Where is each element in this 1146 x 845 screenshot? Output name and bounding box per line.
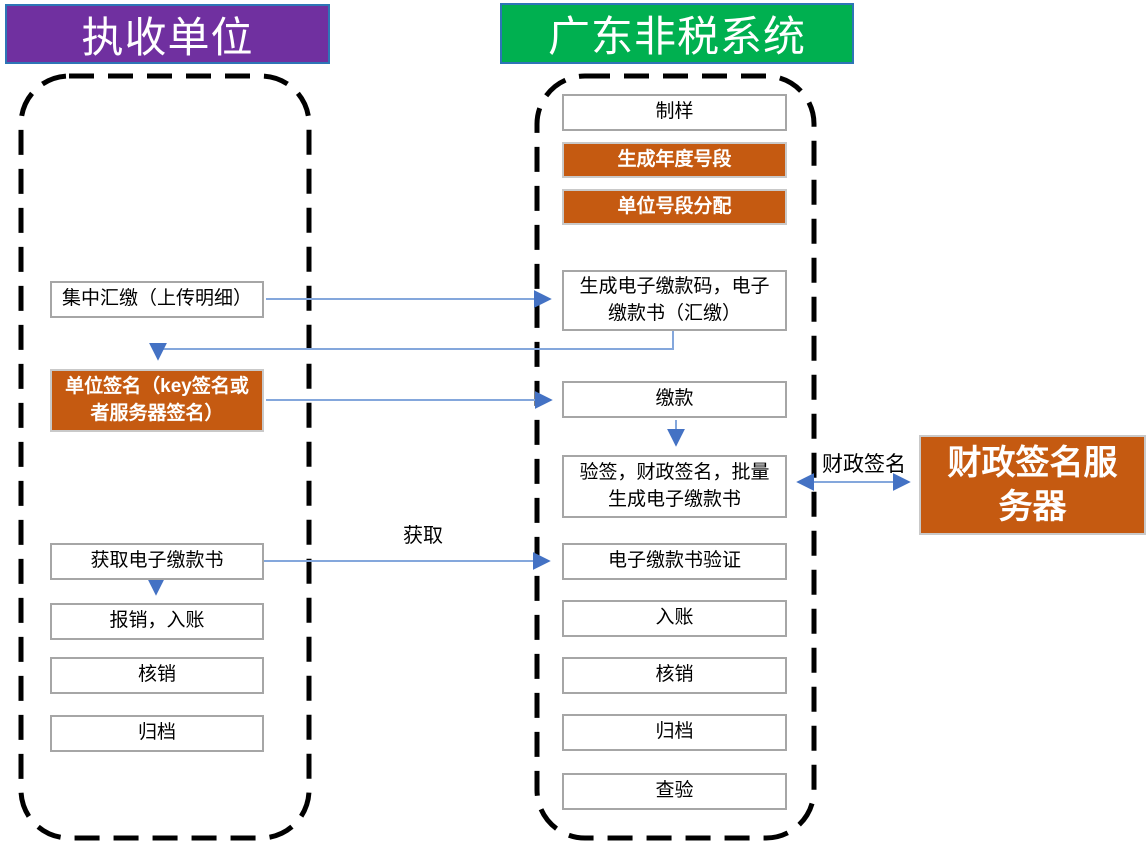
box-verify-sign-batch-generate: 验签，财政签名，批量生成电子缴款书 xyxy=(562,455,787,518)
lane-right-border xyxy=(534,73,817,841)
lane-header-guangdong-nontax-system: 广东非税系统 xyxy=(500,3,854,64)
box-unit-number-segment-allocation: 单位号段分配 xyxy=(562,189,787,225)
box-finance-signature-server: 财政签名服务器 xyxy=(919,435,1146,535)
box-obtain-epayment-receipt: 获取电子缴款书 xyxy=(50,543,264,580)
lane-header-collecting-unit: 执收单位 xyxy=(5,4,330,64)
box-collective-remittance: 集中汇缴（上传明细） xyxy=(50,281,264,318)
box-payment: 缴款 xyxy=(562,381,787,418)
box-write-off-left: 核销 xyxy=(50,657,264,694)
box-sample-making: 制样 xyxy=(562,94,787,131)
box-reimburse-posting: 报销，入账 xyxy=(50,603,264,640)
edge-label-fetch: 获取 xyxy=(403,525,443,547)
edge-label-finance-sign: 财政签名 xyxy=(822,453,906,476)
box-posting: 入账 xyxy=(562,600,787,637)
box-unit-signature: 单位签名（key签名或者服务器签名） xyxy=(50,369,264,432)
box-archive-left: 归档 xyxy=(50,715,264,752)
lane-left-border xyxy=(18,73,312,841)
box-write-off-right: 核销 xyxy=(562,657,787,694)
box-generate-epayment-code: 生成电子缴款码，电子缴款书（汇缴） xyxy=(562,270,787,331)
box-inspection: 查验 xyxy=(562,773,787,810)
box-epayment-receipt-verification: 电子缴款书验证 xyxy=(562,543,787,580)
box-archive-right: 归档 xyxy=(562,714,787,751)
box-generate-annual-number-segment: 生成年度号段 xyxy=(562,142,787,178)
arrow-generate-to-unit-sign xyxy=(149,331,674,361)
